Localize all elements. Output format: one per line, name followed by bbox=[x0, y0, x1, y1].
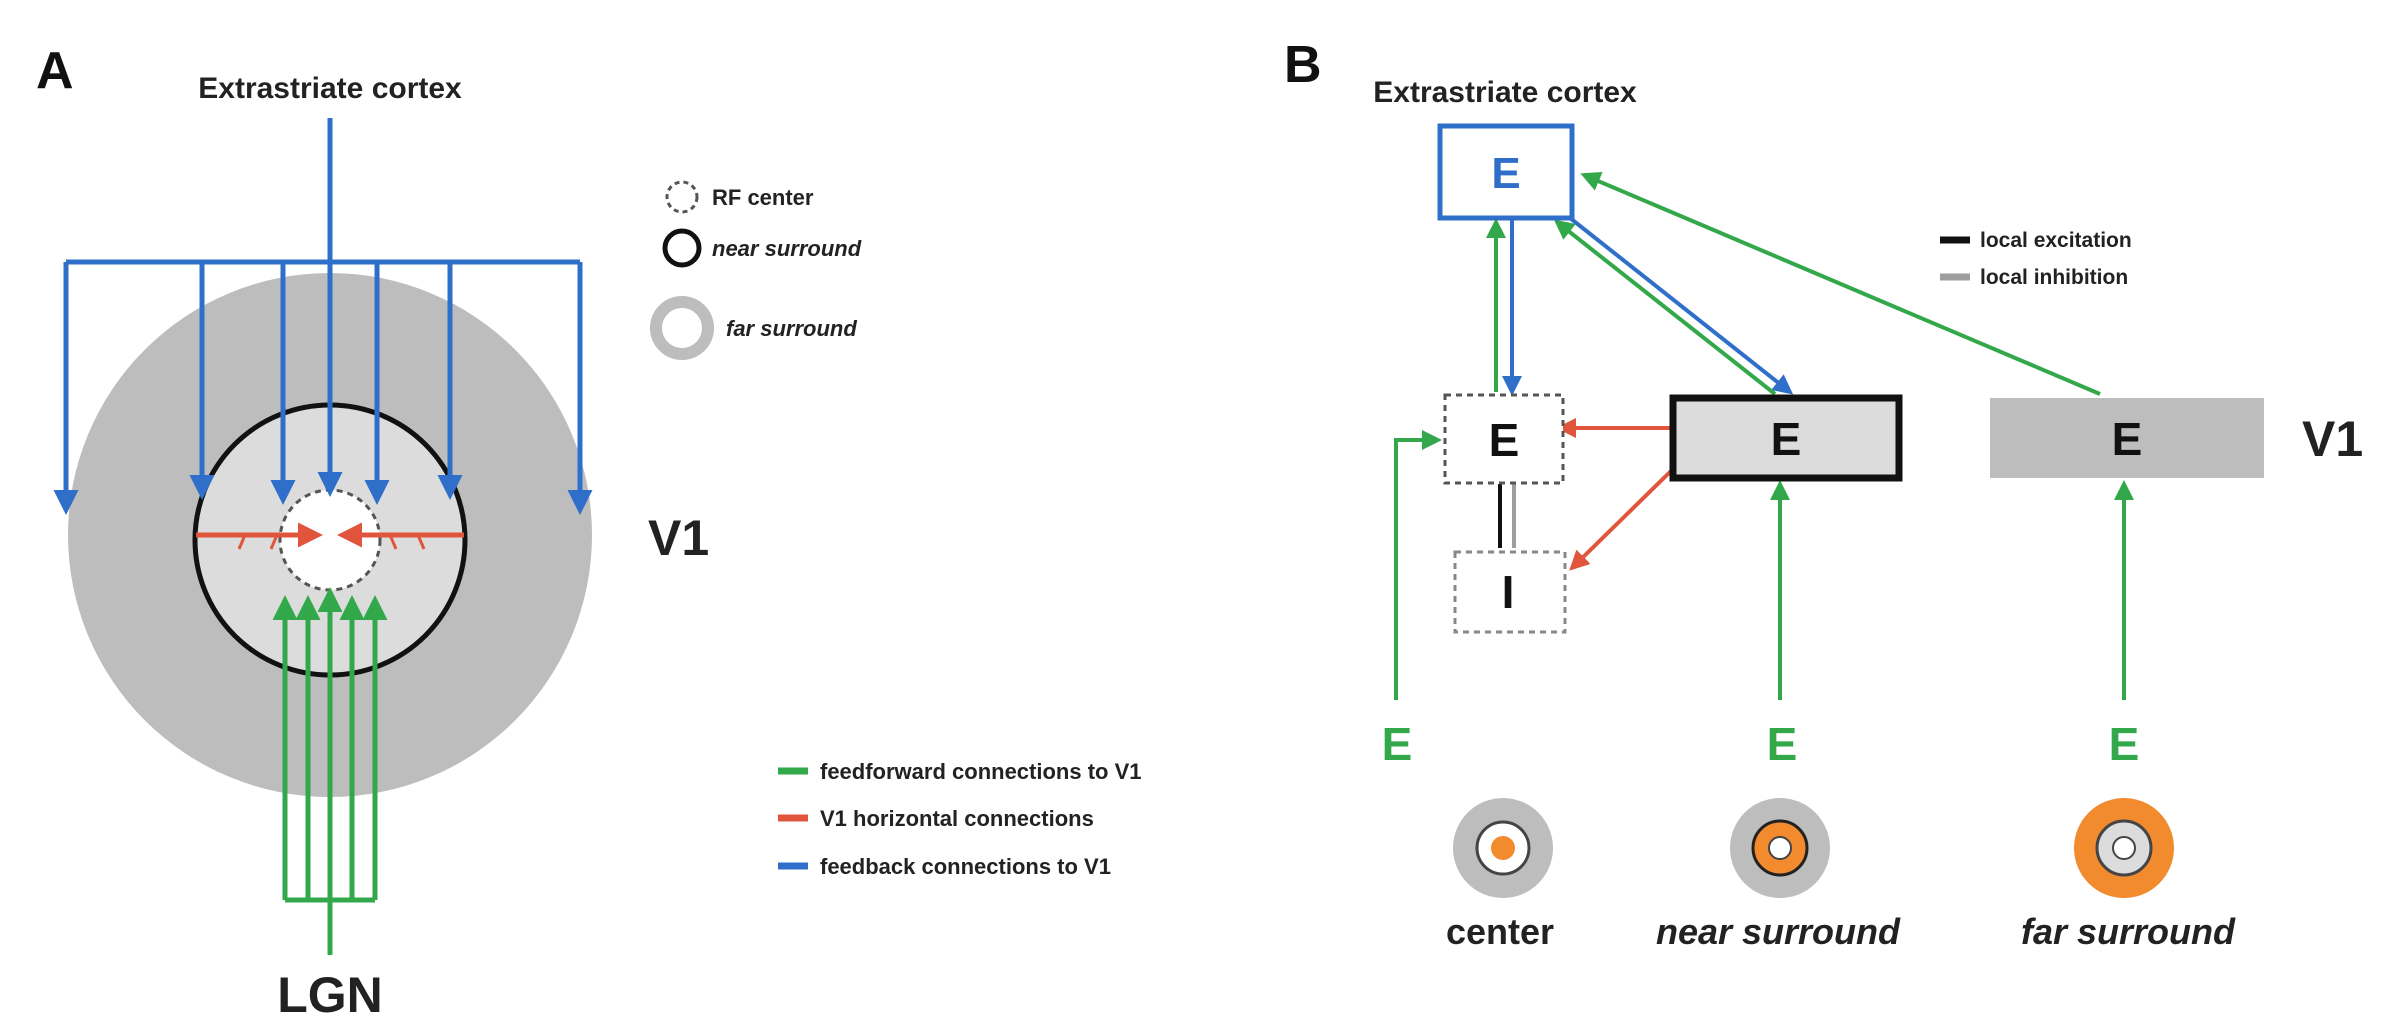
feedback-connections-a bbox=[53, 118, 593, 515]
center-e-node: E bbox=[1443, 393, 1565, 485]
center-i-label: I bbox=[1502, 566, 1515, 618]
panel-b-label: B bbox=[1284, 36, 1322, 94]
panel-b: B Extrastriate cortex local excitation l… bbox=[1284, 36, 2363, 952]
near-surround-e-label: E bbox=[1771, 413, 1802, 465]
extrastriate-e-node: E bbox=[1437, 123, 1575, 221]
legend-local-excitation-label: local excitation bbox=[1980, 229, 2132, 252]
panel-a-v1-label: V1 bbox=[648, 510, 709, 566]
input-center-e-label: E bbox=[1382, 718, 1413, 770]
panel-b-v1-label: V1 bbox=[2302, 411, 2363, 467]
local-legend: local excitation local inhibition bbox=[1940, 229, 2132, 289]
panel-a: A Extrastriate cortex bbox=[36, 42, 1142, 1023]
legend-far-surround-label: far surround bbox=[726, 316, 857, 341]
legend-horizontal-label: V1 horizontal connections bbox=[820, 806, 1094, 831]
far-surround-e-node: E bbox=[1990, 398, 2264, 478]
near-surround-e-node: E bbox=[1669, 394, 1903, 482]
legend-rf-center-label: RF center bbox=[712, 185, 814, 210]
panel-b-connections bbox=[1394, 172, 2134, 700]
extrastriate-e-label: E bbox=[1491, 149, 1520, 198]
near-surround-stimulus-icon bbox=[1730, 798, 1830, 898]
stimulus-far-caption: far surround bbox=[2021, 911, 2236, 952]
feedforward-connections-a bbox=[272, 587, 388, 955]
legend-local-inhibition-label: local inhibition bbox=[1980, 266, 2128, 289]
stimulus-center-caption: center bbox=[1446, 911, 1554, 952]
input-far-e-label: E bbox=[2109, 718, 2140, 770]
connections-legend: feedforward connections to V1 V1 horizon… bbox=[778, 759, 1142, 879]
legend-feedback-label: feedback connections to V1 bbox=[820, 854, 1111, 879]
panel-b-extrastriate-label: Extrastriate cortex bbox=[1373, 76, 1637, 109]
legend-feedforward-label: feedforward connections to V1 bbox=[820, 759, 1142, 784]
input-near-e-label: E bbox=[1767, 718, 1798, 770]
center-stimulus-icon bbox=[1453, 798, 1553, 898]
rf-legend: RF center near surround far surround bbox=[650, 180, 862, 360]
stimulus-near-caption: near surround bbox=[1656, 911, 1901, 952]
legend-near-surround-swatch bbox=[662, 228, 702, 268]
lgn-label: LGN bbox=[277, 967, 383, 1023]
center-i-node: I bbox=[1453, 550, 1567, 634]
panel-a-extrastriate-label: Extrastriate cortex bbox=[198, 72, 462, 105]
rf-center-circle bbox=[278, 488, 382, 592]
horizontal-connections-a bbox=[196, 522, 464, 550]
legend-rf-center-swatch bbox=[665, 180, 699, 214]
legend-near-surround-label: near surround bbox=[712, 236, 862, 261]
far-surround-stimulus-icon bbox=[2074, 798, 2174, 898]
legend-far-surround-swatch bbox=[650, 296, 714, 360]
far-surround-e-label: E bbox=[2112, 413, 2143, 465]
center-e-label: E bbox=[1489, 414, 1520, 466]
panel-a-label: A bbox=[36, 42, 74, 100]
